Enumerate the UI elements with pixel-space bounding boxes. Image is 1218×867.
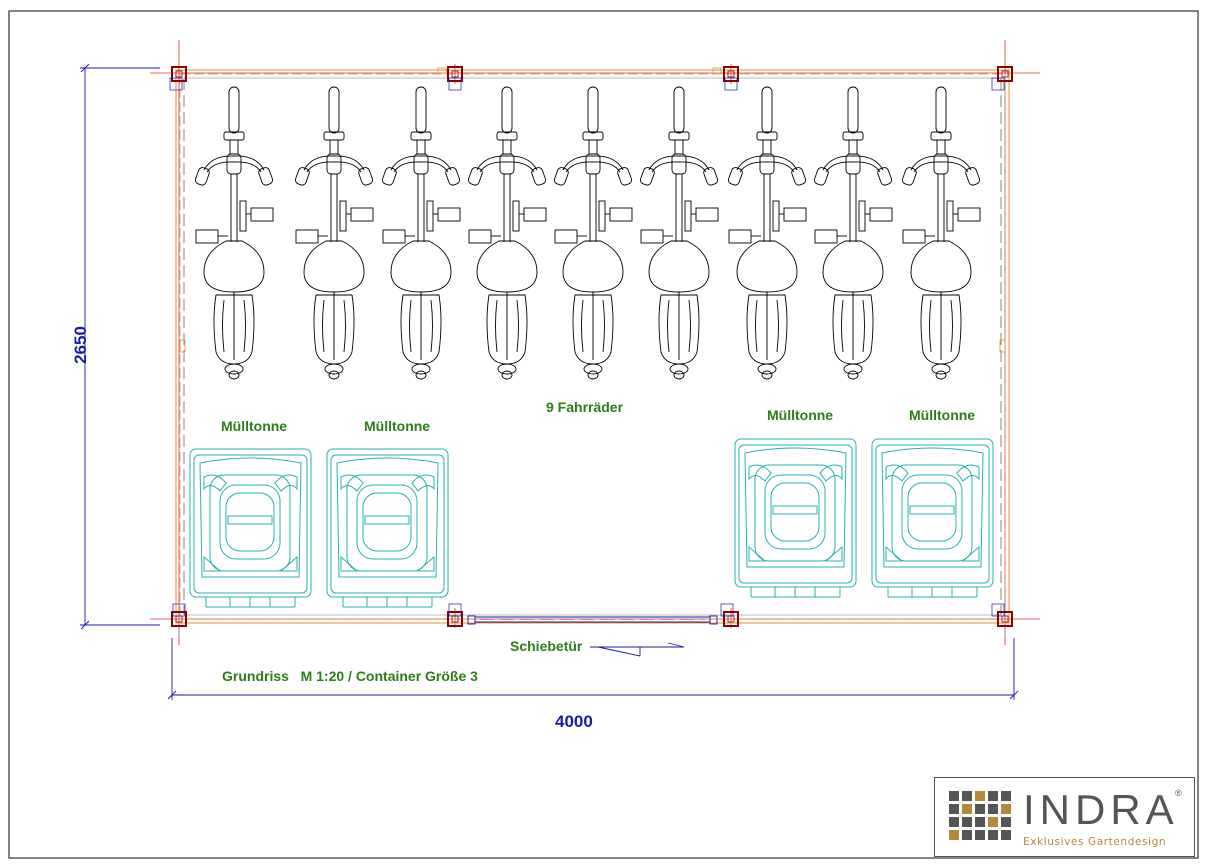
post-top-mid-left [447, 66, 463, 91]
logo-square [949, 804, 959, 814]
post-bottom-mid-left [447, 603, 463, 627]
logo-square [1001, 830, 1011, 840]
logo-square [949, 791, 959, 801]
bin-label-4: Mülltonne [909, 407, 976, 423]
sliding-direction-arrow [590, 642, 685, 657]
bicycle-9 [901, 86, 981, 380]
logo-square [1001, 817, 1011, 827]
bin-label-2: Mülltonne [364, 418, 431, 434]
door-label: Schiebetür [510, 638, 583, 654]
waste-bin-1 [189, 448, 312, 608]
axis-lines [150, 40, 1040, 645]
post-top-left [169, 66, 187, 91]
waste-bin-2 [326, 448, 449, 608]
logo-square [975, 830, 985, 840]
post-top-right [991, 66, 1013, 91]
logo-square [988, 791, 998, 801]
bin-label-1: Mülltonne [221, 418, 288, 434]
sliding-door [467, 615, 718, 657]
bicycle-4 [467, 86, 547, 380]
bicycle-7 [727, 86, 807, 380]
post-bottom-mid-right [720, 603, 739, 627]
waste-bin-3 [734, 438, 857, 598]
dimension-width [167, 638, 1019, 700]
waste-bin-4 [871, 438, 994, 598]
bicycle-count-label: 9 Fahrräder [546, 399, 624, 415]
post-bottom-right [991, 603, 1013, 627]
logo-mosaic-icon [949, 791, 1011, 845]
logo-registered-mark: ® [1175, 788, 1182, 798]
plan-title: Grundriss M 1:20 / Container Größe 3 [222, 668, 478, 684]
logo-square [1001, 791, 1011, 801]
bicycle-3 [381, 86, 461, 380]
bicycle-5 [553, 86, 633, 380]
bin-label-3: Mülltonne [767, 407, 834, 423]
logo-square [949, 830, 959, 840]
logo-square [962, 804, 972, 814]
logo-square [962, 791, 972, 801]
company-logo: INDRA ® Exklusives Gartendesign [934, 777, 1195, 857]
logo-wordmark: INDRA [1023, 786, 1179, 833]
logo-tagline: Exklusives Gartendesign [1023, 836, 1167, 848]
post-bottom-left [171, 603, 187, 627]
sheet-border [8, 10, 1199, 859]
logo-square [975, 804, 985, 814]
logo-square [962, 830, 972, 840]
logo-square [975, 817, 985, 827]
logo-square [975, 791, 985, 801]
logo-square [949, 817, 959, 827]
height-dimension-value: 2650 [70, 326, 90, 364]
bicycle-1 [194, 86, 274, 380]
width-dimension-value: 4000 [555, 712, 593, 731]
corner-posts [169, 66, 1013, 627]
logo-square [988, 817, 998, 827]
bicycles-group [194, 86, 981, 380]
container-walls [175, 67, 1010, 624]
logo-square [988, 804, 998, 814]
bicycle-8 [813, 86, 893, 380]
waste-bins-group [189, 438, 994, 608]
dimension-height [80, 63, 160, 630]
logo-square [988, 830, 998, 840]
bicycle-2 [294, 86, 374, 380]
logo-square [962, 817, 972, 827]
post-top-mid-right [723, 66, 739, 91]
logo-square [1001, 804, 1011, 814]
bicycle-6 [639, 86, 719, 380]
